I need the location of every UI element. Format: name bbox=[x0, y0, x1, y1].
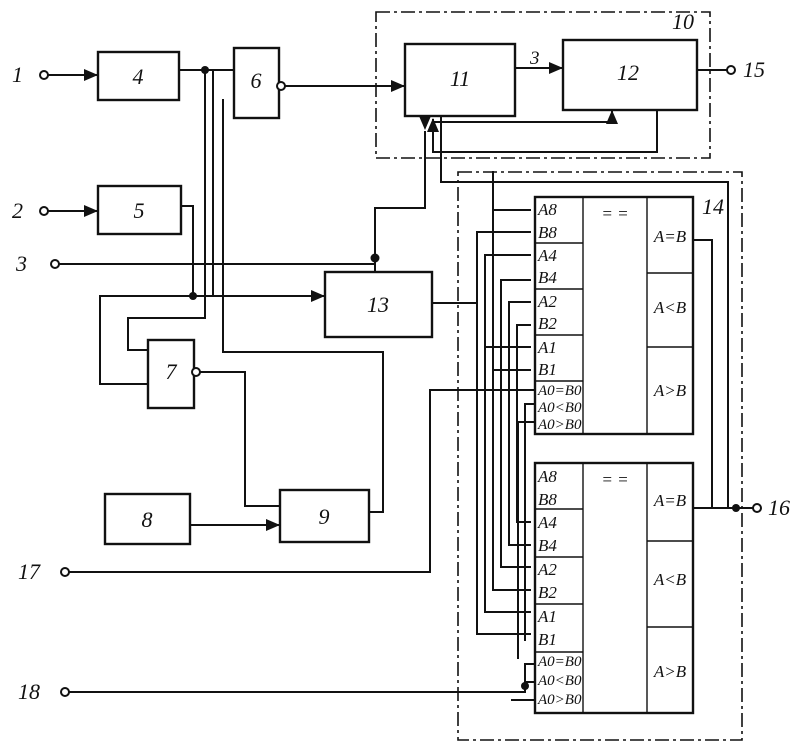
module-14-label: 14 bbox=[702, 194, 724, 219]
block-4: 4 bbox=[98, 52, 179, 100]
comparator-pin-4: A2 bbox=[537, 292, 557, 311]
block-12: 12 bbox=[563, 40, 697, 110]
comparator-top: A8B8A4B4A2B2A1B1A0=B0A0<B0A0>B0 = = A=B A<B… bbox=[535, 197, 693, 434]
block-7-label: 7 bbox=[166, 359, 178, 384]
block-7: 7 bbox=[148, 340, 200, 408]
comparator-output-0: A=B bbox=[653, 227, 687, 246]
terminal-17-label: 17 bbox=[18, 559, 41, 584]
comparator-output-2: A>B bbox=[653, 662, 687, 681]
comparator-output-2: A>B bbox=[653, 381, 687, 400]
block-13-label: 13 bbox=[367, 292, 389, 317]
block-9-label: 9 bbox=[319, 504, 330, 529]
block-8: 8 bbox=[105, 494, 190, 544]
comparator-pin-8: A0=B0 bbox=[537, 654, 582, 670]
terminal-15-label: 15 bbox=[743, 57, 765, 82]
block-9: 9 bbox=[280, 490, 369, 542]
comparator-function: = = bbox=[601, 204, 628, 223]
module-10-label: 10 bbox=[672, 9, 694, 34]
comparator-pin-7: B1 bbox=[538, 630, 557, 649]
block-5-label: 5 bbox=[134, 198, 145, 223]
block-13: 13 bbox=[325, 272, 432, 337]
comparator-bottom: A8B8A4B4A2B2A1B1A0=B0A0<B0A0>B0 = = A=B A<B… bbox=[535, 463, 693, 713]
block-6: 6 bbox=[234, 48, 285, 118]
comparator-pin-0: A8 bbox=[537, 467, 557, 486]
terminal-1-label: 1 bbox=[12, 62, 23, 87]
block-12-label: 12 bbox=[617, 60, 639, 85]
terminal-3-label: 3 bbox=[15, 251, 27, 276]
comparator-pin-5: B2 bbox=[538, 583, 557, 602]
comparator-pin-0: A8 bbox=[537, 200, 557, 219]
comparator-pin-10: A0>B0 bbox=[537, 692, 582, 708]
comparator-pin-6: A1 bbox=[537, 338, 557, 357]
block-8-label: 8 bbox=[142, 507, 153, 532]
comparator-pin-9: A0<B0 bbox=[537, 400, 582, 416]
terminal-16-label: 16 bbox=[768, 495, 790, 520]
block-6-label: 6 bbox=[251, 68, 262, 93]
comparator-pin-3: B4 bbox=[538, 536, 557, 555]
block-5: 5 bbox=[98, 186, 181, 234]
comparator-pin-9: A0<B0 bbox=[537, 673, 582, 689]
comparator-pin-10: A0>B0 bbox=[537, 417, 582, 433]
comparator-pin-1: B8 bbox=[538, 223, 557, 242]
block-11: 11 bbox=[405, 44, 515, 116]
comparator-output-1: A<B bbox=[653, 298, 687, 317]
comparator-pin-5: B2 bbox=[538, 314, 557, 333]
comparator-pin-6: A1 bbox=[537, 607, 557, 626]
terminal-2-label: 2 bbox=[12, 198, 23, 223]
comparator-function: = = bbox=[601, 470, 628, 489]
bus-width-label: 3 bbox=[529, 48, 540, 69]
comparator-pin-2: A4 bbox=[537, 246, 557, 265]
comparator-output-1: A<B bbox=[653, 570, 687, 589]
comparator-pin-3: B4 bbox=[538, 268, 557, 287]
comparator-pin-7: B1 bbox=[538, 360, 557, 379]
block-4-label: 4 bbox=[133, 64, 144, 89]
terminal-18-label: 18 bbox=[18, 679, 40, 704]
comparator-output-0: A=B bbox=[653, 491, 687, 510]
block-11-label: 11 bbox=[450, 66, 470, 91]
comparator-pin-1: B8 bbox=[538, 490, 557, 509]
comparator-pin-8: A0=B0 bbox=[537, 383, 582, 399]
comparator-pin-2: A4 bbox=[537, 513, 557, 532]
comparator-pin-4: A2 bbox=[537, 560, 557, 579]
